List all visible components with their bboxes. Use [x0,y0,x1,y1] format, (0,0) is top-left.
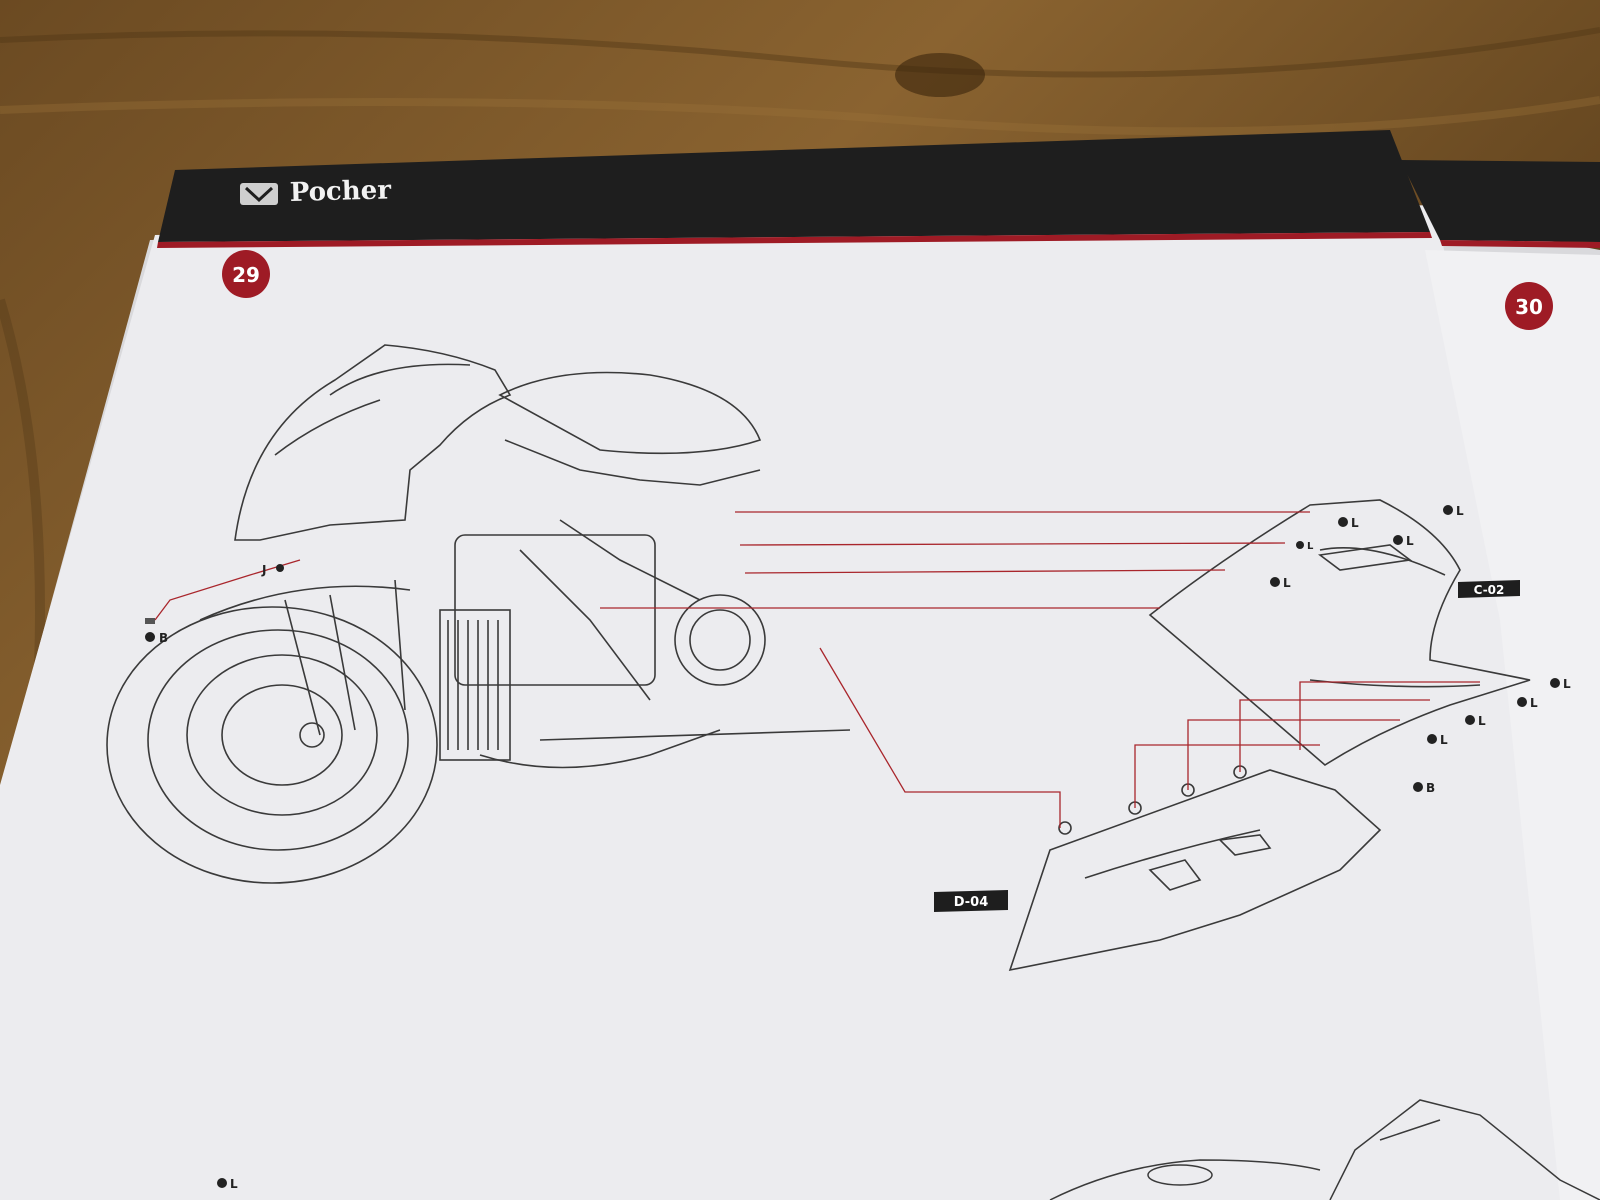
svg-text:L: L [1478,714,1486,728]
fuel-tank [498,371,762,455]
screw-icon [1550,678,1560,688]
screw-callout-l: L [1393,534,1414,548]
screw-callout-l: L [1270,576,1291,590]
brake-disc [186,654,378,816]
step-number: 29 [232,263,260,287]
screw-icon [1393,535,1403,545]
step-number: 30 [1515,295,1543,319]
svg-text:L: L [1307,541,1314,552]
leader-lines [154,511,1480,828]
step-badge-30: 30 [1505,282,1553,330]
screw-icon [276,564,284,572]
front-tire [106,606,438,884]
header-band-right [1400,160,1600,242]
screw-icon [1517,697,1527,707]
screw-callout-l: L [1338,516,1359,530]
svg-text:L: L [1563,677,1571,691]
part-tag-c02: C-02 [1458,580,1520,598]
svg-text:L: L [230,1177,238,1191]
left-page [0,205,1600,1200]
svg-text:L: L [1283,576,1291,590]
motorcycle-illustration [106,344,851,884]
screw-icon [145,618,155,624]
screw-icon [1338,517,1348,527]
screw-callout-l: L [1465,714,1486,728]
part-code: C-02 [1474,583,1505,597]
next-step-motorcycle-illustration [1049,1099,1600,1200]
screw-icon [1413,782,1423,792]
screw-callout-b-left: B [145,618,168,645]
screw-icon [1443,505,1453,515]
svg-text:L: L [1351,516,1359,530]
svg-text:L: L [1456,504,1464,518]
screw-icon [1427,734,1437,744]
svg-text:L: L [1406,534,1414,548]
screw-callout-l: L [1550,677,1571,691]
screw-callout-l: L [1443,504,1464,518]
header-band [158,130,1430,242]
screw-icon [1296,541,1304,549]
screw-callout-b-right: B [1413,781,1435,795]
clutch-cover [674,594,766,686]
svg-text:L: L [1530,696,1538,710]
screw-callout-l: L [1427,733,1448,747]
pocher-crest-icon [240,183,278,205]
screw-callout-l: L [1517,696,1538,710]
svg-text:B: B [1426,781,1435,795]
svg-text:L: L [1440,733,1448,747]
screw-icon [1270,577,1280,587]
stain-mark [895,53,985,97]
screw-callout-l-bottom: L [217,1177,238,1191]
screw-letter: B [159,631,168,645]
part-code: D-04 [954,895,989,910]
lower-fairing-part [1008,765,1382,972]
step-badge-29: 29 [222,250,270,298]
part-tag-d04: D-04 [934,890,1008,912]
upper-fairing [234,344,512,541]
screw-letter: J [261,563,266,577]
screw-icon [1465,715,1475,725]
right-page [1425,250,1600,1200]
screw-icon [217,1178,227,1188]
brand-name: Pocher [289,175,391,208]
screw-callout-j: J [261,563,284,577]
screw-callout-l: L [1296,541,1314,552]
